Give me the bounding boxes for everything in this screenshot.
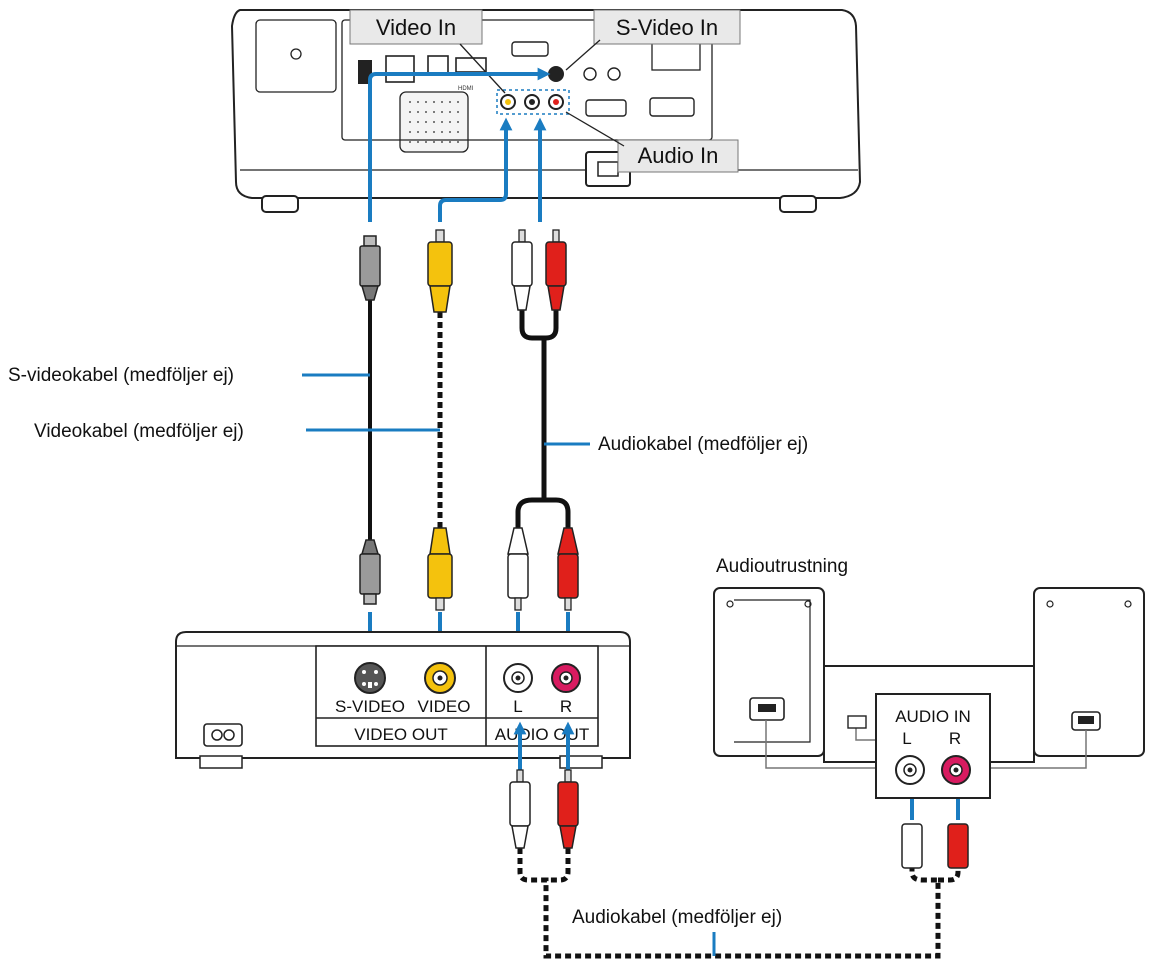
callout-video-in-label: Video In (376, 15, 456, 40)
audio-plug-white-b (901, 823, 923, 869)
audio-out-l-label: L (513, 697, 522, 716)
callout-audio-in-label: Audio In (638, 143, 719, 168)
audio-in-jack-left (895, 755, 925, 785)
cable-labels: S-videokabel (medföljer ej) Videokabel (… (8, 365, 808, 455)
audio-plug-red-b (947, 823, 969, 869)
audio-cable-bottom-label: Audiokabel (medföljer ej) (572, 907, 782, 928)
audio-in-label: AUDIO IN (895, 707, 971, 726)
speaker-left (713, 587, 825, 757)
svideo-in-port (548, 66, 564, 82)
audio-in-highlight (496, 89, 570, 115)
audio-in-l-label: L (902, 729, 911, 748)
audio-jack-icon (583, 67, 597, 81)
computer-in-port (511, 41, 549, 57)
audio-cable-top (507, 229, 579, 611)
speaker-right (1033, 587, 1145, 757)
video-out-label: VIDEO OUT (354, 725, 448, 744)
callout-svideo-in: S-Video In (565, 9, 741, 71)
audio-in-r-label: R (949, 729, 961, 748)
audio-cable-bottom: Audiokabel (medföljer ej) (509, 769, 969, 959)
video-out-jack (424, 662, 456, 694)
audio-jack-icon (607, 67, 621, 81)
audio-equipment: Audioutrustning AUDIO IN L R (713, 556, 1145, 799)
audio-plug-white-top (511, 229, 533, 311)
video-plug-bottom (427, 527, 453, 611)
projector: HDMI (230, 9, 862, 213)
video-plug-top (427, 229, 453, 313)
callout-svideo-in-label: S-Video In (616, 15, 718, 40)
callout-video-in: Video In (349, 9, 506, 94)
pc-control-port (649, 97, 695, 117)
svideo-cable-label: S-videokabel (medföljer ej) (8, 365, 234, 386)
video-cable-label: Videokabel (medföljer ej) (34, 421, 244, 442)
video-jack-label: VIDEO (418, 697, 471, 716)
audio-out-jack-left (503, 663, 533, 693)
screw-icon (290, 48, 302, 60)
audio-out-label: AUDIO OUT (495, 725, 589, 744)
audio-plug-red-bottom (557, 527, 579, 611)
signal-arrows-projector (368, 67, 551, 222)
svideo-plug-top (359, 235, 381, 301)
svg-text:HDMI: HDMI (458, 86, 474, 92)
computer-in-port (585, 99, 627, 117)
audio-plug-red-a (557, 769, 579, 849)
side-panel (255, 19, 337, 93)
audio-out-r-label: R (560, 697, 572, 716)
svideo-cable (359, 235, 381, 605)
projector-foot (779, 195, 817, 213)
lan-port (385, 55, 415, 83)
audio-plug-white-a (509, 769, 531, 849)
svideo-jack-label: S-VIDEO (335, 697, 405, 716)
video-cable (427, 229, 453, 611)
power-inlet (203, 723, 243, 747)
speaker-grill (399, 91, 469, 153)
svideo-plug-bottom (359, 539, 381, 605)
connector-panel (341, 19, 713, 141)
audio-plug-red-top (545, 229, 567, 311)
svideo-out-jack (354, 662, 386, 694)
audio-equipment-title: Audioutrustning (716, 556, 848, 577)
audio-plug-white-bottom (507, 527, 529, 611)
audio-in-jack-right (941, 755, 971, 785)
projector-foot (261, 195, 299, 213)
source-device: S-VIDEO VIDEO L R VIDEO OUT AUDIO OUT (175, 631, 631, 769)
callout-audio-in: Audio In (565, 111, 739, 173)
audio-cable-top-label: Audiokabel (medföljer ej) (598, 434, 808, 455)
audio-out-jack-right (551, 663, 581, 693)
